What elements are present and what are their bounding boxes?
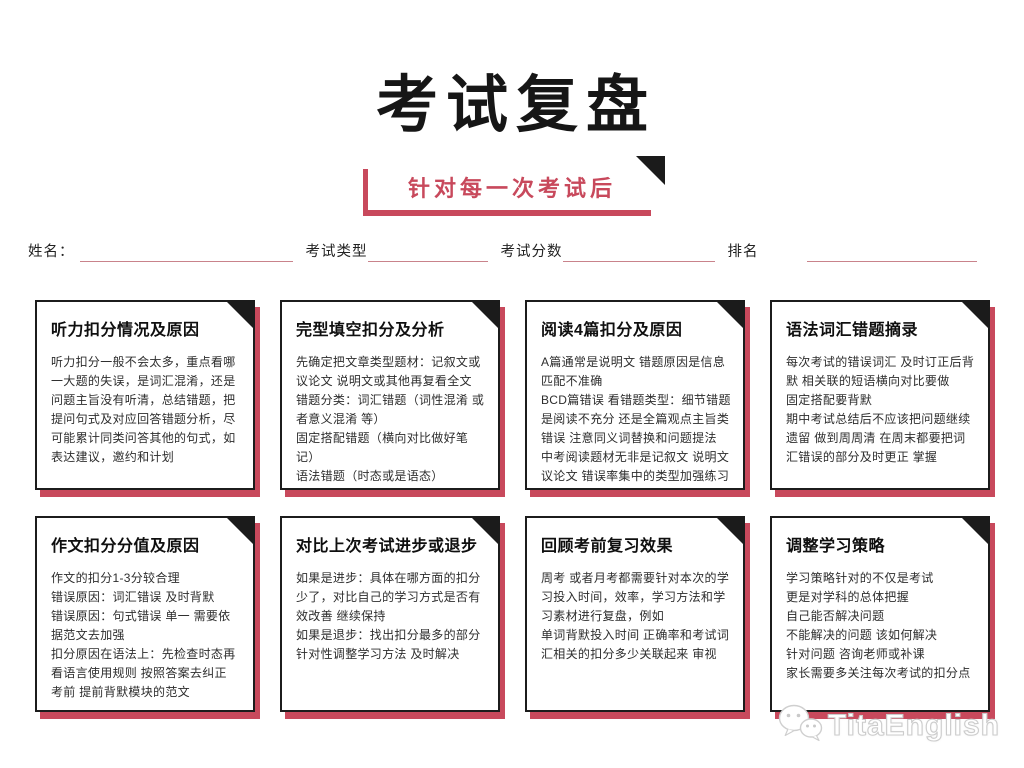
- card-strategy: 调整学习策略 学习策略针对的不仅是考试 更是对学科的总体把握 自己能否解决问题 …: [770, 516, 990, 712]
- card-title: 调整学习策略: [786, 538, 886, 555]
- card-listening: 听力扣分情况及原因 听力扣分一般不会太多，重点看哪一大题的失误，是词汇混淆，还是…: [35, 300, 255, 490]
- card-writing: 作文扣分分值及原因 作文的扣分1-3分较合理 错误原因：词汇错误 及时背默 错误…: [35, 516, 255, 712]
- subtitle-banner: 针对每一次考试后: [368, 156, 665, 210]
- card-body: 周考 或者月考都需要针对本次的学习投入时间，效率，学习方法和学习素材进行复盘，例…: [541, 571, 730, 661]
- card-body: 作文的扣分1-3分较合理 错误原因：词汇错误 及时背默 错误原因：句式错误 单一…: [51, 571, 236, 699]
- card-title: 语法词汇错题摘录: [786, 322, 919, 339]
- card-body: 先确定把文章类型题材：记叙文或议论文 说明文或其他再复看全文 错题分类：词汇错题…: [296, 355, 485, 483]
- card-title: 完型填空扣分及分析: [296, 322, 445, 339]
- card-title: 作文扣分分值及原因: [51, 538, 200, 555]
- card-review-effect: 回顾考前复习效果 周考 或者月考都需要针对本次的学习投入时间，效率，学习方法和学…: [525, 516, 745, 712]
- exam-type-field-label: 考试类型: [305, 244, 368, 260]
- name-field-label: 姓名：: [28, 244, 75, 260]
- card-title: 回顾考前复习效果: [541, 538, 674, 555]
- rank-field-label: 排名: [727, 244, 759, 260]
- page-title: 考试复盘: [375, 71, 656, 140]
- card-title: 阅读4篇扣分及原因: [541, 322, 683, 339]
- card-body: A篇通常是说明文 错题原因是信息匹配不准确 BCD篇错误 看错题类型：细节错题是…: [541, 355, 731, 483]
- card-grammar-vocab: 语法词汇错题摘录 每次考试的错误词汇 及时订正后背默 相关联的短语横向对比要做 …: [770, 300, 990, 490]
- brand-watermark: TitaEnglish: [777, 703, 1000, 748]
- card-progress-compare: 对比上次考试进步或退步 如果是进步：具体在哪方面的扣分少了，对比自己的学习方式是…: [280, 516, 500, 712]
- brand-name: TitaEnglish: [827, 708, 1000, 742]
- exam-type-blank-line: [367, 244, 488, 262]
- card-body: 每次考试的错误词汇 及时订正后背默 相关联的短语横向对比要做 固定搭配要背默 期…: [786, 355, 975, 464]
- card-cloze: 完型填空扣分及分析 先确定把文章类型题材：记叙文或议论文 说明文或其他再复看全文…: [280, 300, 500, 490]
- fill-in-form: 姓名： 考试类型 考试分数 排名: [28, 240, 1006, 262]
- name-blank-line: [79, 244, 293, 262]
- banner-label: 针对每一次考试后: [407, 175, 616, 201]
- card-reading: 阅读4篇扣分及原因 A篇通常是说明文 错题原因是信息匹配不准确 BCD篇错误 看…: [525, 300, 745, 490]
- wechat-icon: [777, 703, 823, 748]
- card-title: 听力扣分情况及原因: [51, 322, 200, 339]
- card-title: 对比上次考试进步或退步: [296, 538, 478, 555]
- folded-corner-icon: [636, 156, 665, 185]
- card-body: 听力扣分一般不会太多，重点看哪一大题的失误，是词汇混淆，还是问题主旨没有听清，总…: [51, 355, 236, 464]
- note-cards-grid: 听力扣分情况及原因 听力扣分一般不会太多，重点看哪一大题的失误，是词汇混淆，还是…: [35, 300, 990, 712]
- card-body: 如果是进步：具体在哪方面的扣分少了，对比自己的学习方式是否有效改善 继续保持 如…: [296, 571, 481, 661]
- rank-blank-line: [806, 244, 977, 262]
- exam-score-field-label: 考试分数: [500, 244, 563, 260]
- exam-score-blank-line: [562, 244, 715, 262]
- card-body: 学习策略针对的不仅是考试 更是对学科的总体把握 自己能否解决问题 不能解决的问题…: [786, 571, 971, 680]
